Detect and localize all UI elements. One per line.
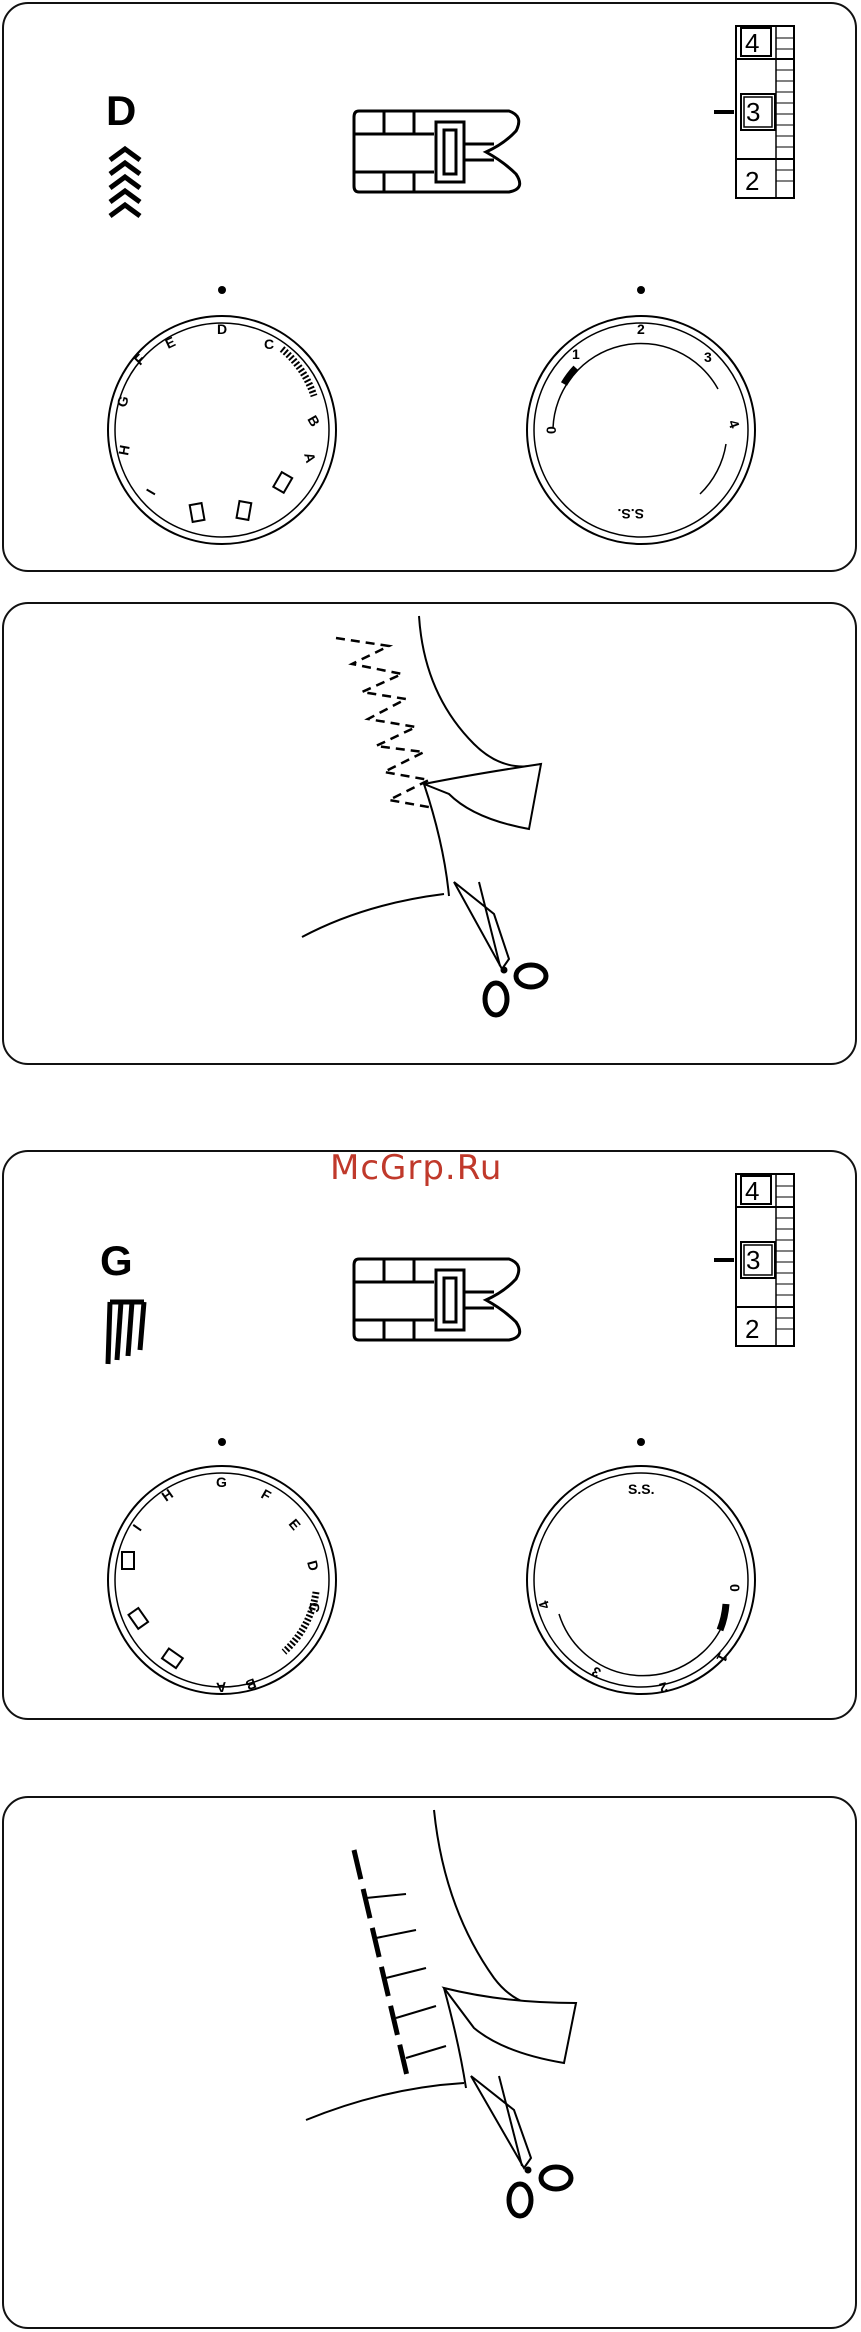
- pattern-dial[interactable]: G F E D C B A I H: [108, 1438, 336, 1696]
- dial-number-0: 0: [543, 426, 559, 434]
- dial-ss-label: S.S.: [618, 506, 644, 522]
- dial-letter-a: A: [216, 1679, 227, 1696]
- trim-illustration-zigzag: [2, 602, 857, 1065]
- dial-letter-d: D: [217, 321, 227, 337]
- dial-letter-g: G: [216, 1474, 227, 1490]
- presser-foot-icon: [354, 111, 520, 192]
- trim-illustration-overlock: [2, 1796, 857, 2329]
- scale-label-mid: 3: [746, 1245, 760, 1275]
- scale-label-top: 4: [745, 28, 759, 58]
- stitch-length-dial[interactable]: 0 1 2 3 4 S.S.: [527, 286, 755, 544]
- settings-panel-d: D: [2, 2, 857, 572]
- scale-label-bottom: 2: [745, 1314, 759, 1344]
- overlock-trim-icon: [306, 1810, 576, 2216]
- dial-letter-c: C: [264, 336, 274, 352]
- zigzag-trim-icon: [302, 616, 546, 1015]
- stitch-length-dial[interactable]: 0 1 2 3 4 S.S.: [527, 1438, 755, 1697]
- zigzag-chevron-icon: [110, 149, 140, 216]
- dial-number-1: 1: [572, 346, 580, 362]
- presser-foot-icon: [354, 1259, 520, 1340]
- dial-letter-c: C: [306, 1602, 323, 1613]
- dial-number-2: 2: [637, 321, 645, 337]
- dial-number-0: 0: [727, 1584, 743, 1592]
- width-scale: 4 3 2: [714, 26, 794, 198]
- dial-number-3: 3: [704, 349, 712, 365]
- scale-label-bottom: 2: [745, 166, 759, 196]
- dial-ss-label: S.S.: [628, 1481, 654, 1497]
- settings-panel-g: G: [2, 1150, 857, 1720]
- scale-label-top: 4: [745, 1176, 759, 1206]
- overlock-stitch-icon: [108, 1302, 144, 1364]
- scale-label-mid: 3: [746, 97, 760, 127]
- width-scale: 4 3 2: [714, 1174, 794, 1346]
- pattern-dial[interactable]: D C B A I H G F E: [108, 286, 336, 544]
